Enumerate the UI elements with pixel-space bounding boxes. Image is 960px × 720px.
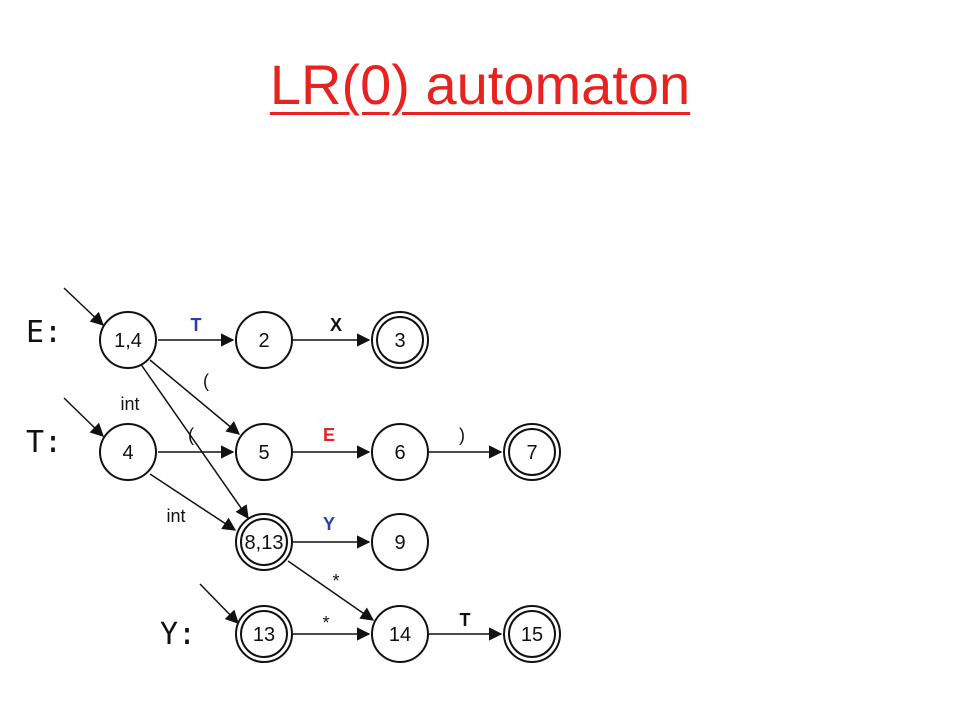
edge-label-T-1: T [191,315,202,335]
row-label-T: T: [26,425,62,460]
state-node: 9 [371,513,429,571]
page-title: LR(0) automaton [269,53,691,116]
state-label: 2 [258,330,269,352]
state-node: 6 [371,423,429,481]
row-label-Y: Y: [160,617,196,652]
state-label: 14 [389,624,411,646]
state-node: 1,4 [99,311,157,369]
edge-label-lparen-2: ( [188,425,194,445]
edge-label-Y: Y [323,514,335,534]
accepting-state-node: 8,13 [235,513,293,571]
edge-8-13-to-14 [287,560,375,621]
state-label: 13 [253,624,275,646]
edge-label-rparen: ) [459,425,465,445]
state-node: 2 [235,311,293,369]
edge-4-to-8-13 [149,473,237,531]
state-label: 6 [394,442,405,464]
state-label: 7 [526,442,537,464]
start-arrow-T [63,397,104,437]
start-arrow-Y [199,583,239,624]
edge-label-X: X [330,315,342,335]
state-label: 15 [521,624,543,646]
state-label: 4 [122,442,133,464]
edge-label-int-1: int [120,394,139,414]
accepting-state-node: 13 [235,605,293,663]
edge-label-E: E [323,425,335,445]
state-node: 14 [371,605,429,663]
state-label: 1,4 [114,330,142,352]
edge-label-star-1: * [332,571,339,591]
edge-1-4-to-8-13 [139,362,249,520]
state-label: 8,13 [245,532,284,554]
accepting-state-node: 15 [503,605,561,663]
edge-1-4-to-5 [149,359,241,435]
edge-label-int-2: int [166,506,185,526]
edge-label-T-2: T [460,610,471,630]
state-node: 5 [235,423,293,481]
state-node: 4 [99,423,157,481]
state-label: 9 [394,532,405,554]
row-label-E: E: [26,315,62,350]
accepting-state-node: 7 [503,423,561,481]
edge-label-star-2: * [322,613,329,633]
edge-label-lparen-1: ( [203,371,209,391]
state-label: 3 [394,330,405,352]
accepting-state-node: 3 [371,311,429,369]
start-arrow-E [63,287,104,326]
state-label: 5 [258,442,269,464]
